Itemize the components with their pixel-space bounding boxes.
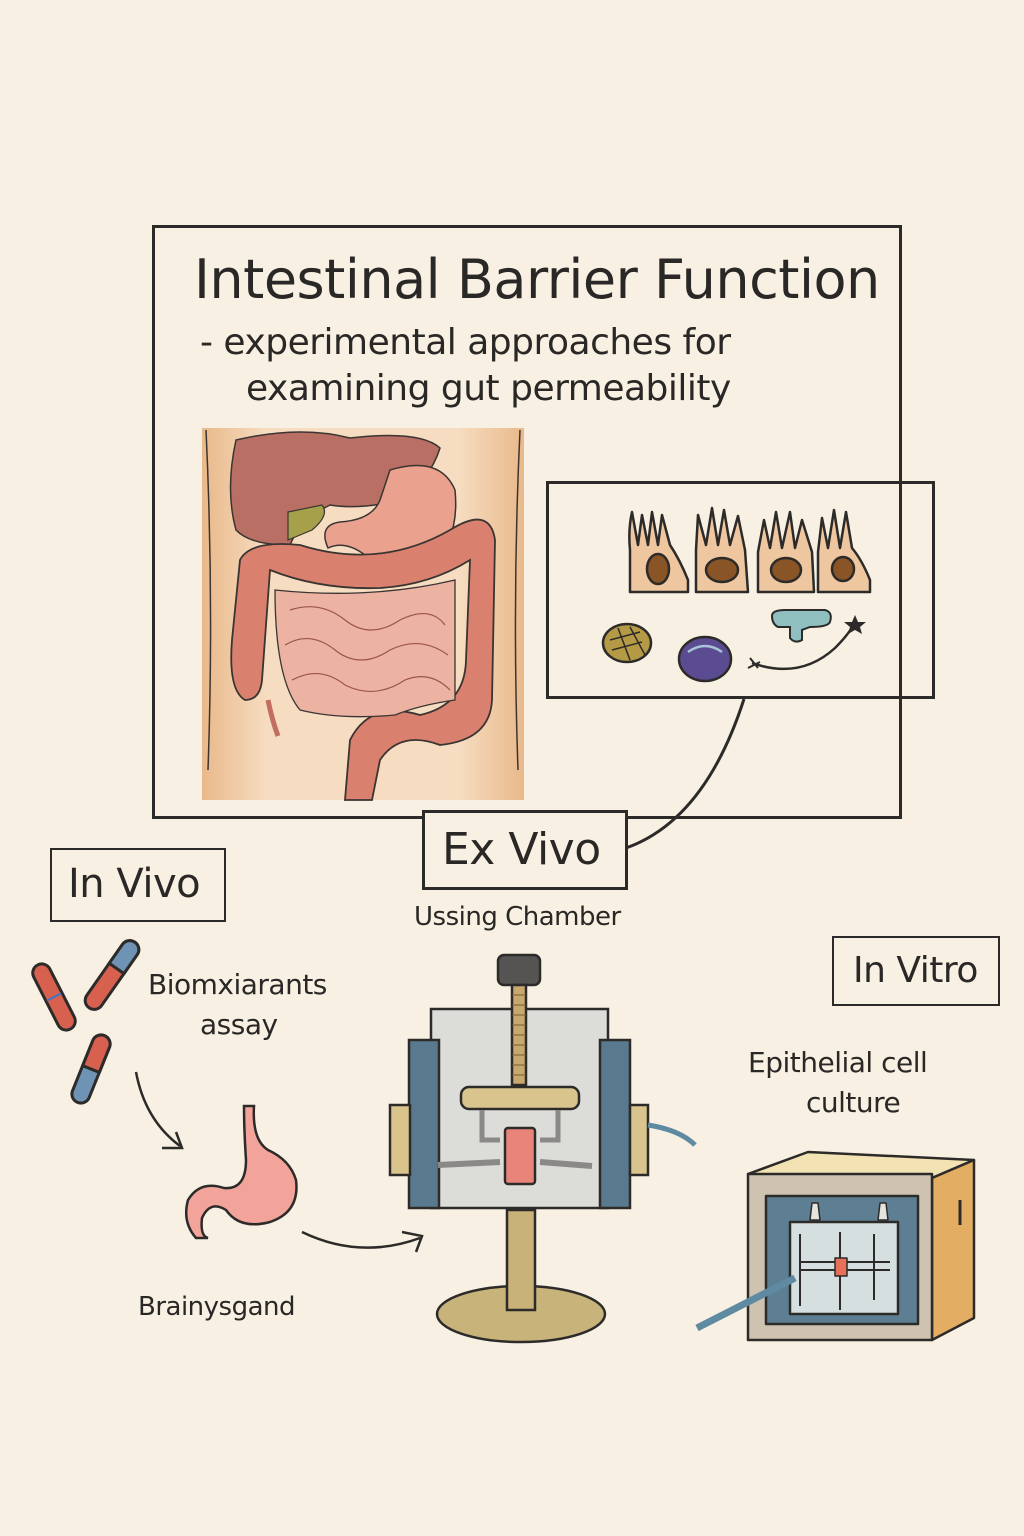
handle-right xyxy=(877,1202,889,1221)
handle-left xyxy=(809,1202,821,1221)
cell-inset-frame xyxy=(546,481,935,699)
cell-culture-label-line-1: Epithelial cell xyxy=(748,1046,928,1079)
arrow-head-star xyxy=(844,615,866,634)
tight-junction-protein xyxy=(770,609,832,643)
epithelial-cell-1 xyxy=(628,510,690,594)
chamber-stand xyxy=(505,1208,537,1312)
subtitle-line-2: examining gut permeability xyxy=(246,368,731,409)
torso-outline-right xyxy=(514,429,521,771)
in-vitro-label-box xyxy=(832,936,1000,1006)
arrow-capsules-to-stomach xyxy=(134,1071,181,1148)
assay-label-line-2: assay xyxy=(200,1008,278,1041)
nucleus-2 xyxy=(704,556,740,584)
outlet-tube xyxy=(647,1122,697,1147)
cell-culture-label-line-2: culture xyxy=(806,1086,901,1119)
incubator-side xyxy=(930,1158,976,1342)
capsule-3 xyxy=(70,1033,112,1105)
sample-well xyxy=(834,1257,848,1277)
nucleus-1 xyxy=(645,552,671,586)
immune-cell-purple xyxy=(677,635,733,683)
gallbladder xyxy=(287,504,325,541)
arrow-stomach-to-chamber xyxy=(301,1230,421,1249)
tubing xyxy=(437,1159,593,1169)
large-intestine xyxy=(230,518,496,801)
ex-vivo-label-box xyxy=(422,810,628,890)
ex-vivo-label: Ex Vivo xyxy=(442,824,601,875)
page-title: Intestinal Barrier Function xyxy=(194,248,880,311)
nucleus-3 xyxy=(769,556,803,584)
clamp-frame xyxy=(479,1110,561,1143)
assay-label-line-1: Biomxiarants xyxy=(148,968,327,1001)
subtitle-line-1: - experimental approaches for xyxy=(200,322,731,363)
small-intestine xyxy=(274,579,456,718)
appendix xyxy=(265,699,281,737)
in-vitro-label: In Vitro xyxy=(853,950,978,991)
ussing-chamber-label: Ussing Chamber xyxy=(414,902,621,932)
stomach-icon xyxy=(185,1104,298,1240)
immune-cell-striped xyxy=(601,622,653,664)
in-vivo-label-box xyxy=(50,848,226,922)
capsule-2 xyxy=(83,939,141,1011)
connector-line xyxy=(625,698,746,850)
in-vivo-label: In Vivo xyxy=(68,861,201,907)
right-port xyxy=(628,1103,650,1177)
small-intestine-folds xyxy=(284,606,451,693)
torso-outline-left xyxy=(205,429,212,771)
screw-threads xyxy=(512,994,526,1076)
nucleus-4 xyxy=(830,555,856,583)
clamp-bar xyxy=(459,1085,581,1111)
chamber-left-block xyxy=(407,1038,441,1210)
left-port xyxy=(388,1103,412,1177)
capsule-1 xyxy=(31,962,77,1032)
incubator-cable xyxy=(695,1274,797,1332)
tissue-sample xyxy=(503,1126,537,1186)
organ-label: Brainysgand xyxy=(138,1292,296,1322)
